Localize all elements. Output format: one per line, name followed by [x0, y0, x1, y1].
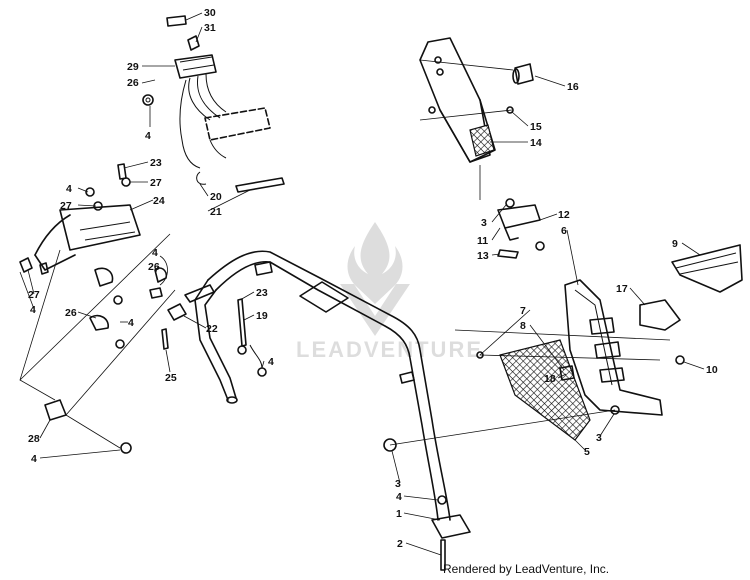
callout-label: 25 — [165, 372, 177, 384]
callout-label: 18 — [544, 373, 556, 385]
callout-label: 4 — [128, 317, 134, 329]
callout-label: 14 — [530, 137, 542, 149]
render-credit: Rendered by LeadVenture, Inc. — [443, 562, 610, 576]
callout-label: 9 — [672, 238, 678, 250]
callout-label: 26 — [127, 77, 139, 89]
callout-label: 3 — [395, 478, 401, 490]
callout-label: 4 — [268, 356, 274, 368]
callout-label: 19 — [256, 310, 268, 322]
callout-label: 27 — [60, 200, 72, 212]
leadventure-logo-watermark — [340, 222, 410, 336]
callout-label: 12 — [558, 209, 570, 221]
callout-label: 4 — [396, 491, 402, 503]
callout-label: 4 — [31, 453, 37, 465]
switch-assembly — [142, 15, 285, 193]
callout-label: 6 — [561, 225, 567, 237]
hood-bracket-assembly — [19, 163, 176, 454]
callout-label: 1 — [396, 508, 402, 520]
callout-label: 17 — [616, 283, 628, 295]
callout-label: 24 — [153, 195, 165, 207]
callout-label: 27 — [28, 289, 40, 301]
callout-label: 28 — [28, 433, 40, 445]
callout-label: 3 — [596, 432, 602, 444]
callout-label: 11 — [477, 235, 488, 247]
leader-lines — [19, 12, 705, 556]
callout-label: 26 — [148, 261, 160, 273]
callout-label: 10 — [706, 364, 718, 376]
watermark-text: LEADVENTURE — [296, 337, 484, 362]
callout-label: 23 — [256, 287, 268, 299]
callout-label: 27 — [150, 177, 162, 189]
callout-label: 21 — [210, 206, 222, 218]
callout-label: 16 — [567, 81, 579, 93]
callout-labels: 30 31 29 26 4 23 27 4 27 24 20 21 4 26 2… — [28, 7, 718, 550]
callout-label: 20 — [210, 191, 222, 203]
callout-label: 13 — [477, 250, 489, 262]
callout-label: 26 — [65, 307, 77, 319]
callout-label: 22 — [206, 323, 218, 335]
callout-label: 30 — [204, 7, 216, 19]
callout-label: 3 — [481, 217, 487, 229]
callout-label: 23 — [150, 157, 162, 169]
callout-label: 4 — [30, 304, 36, 316]
footrest-assembly — [389, 244, 743, 446]
callout-label: 29 — [127, 61, 139, 73]
callout-label: 5 — [584, 446, 590, 458]
callout-label: 31 — [204, 22, 216, 34]
callout-label: 4 — [66, 183, 72, 195]
callout-label: 4 — [152, 247, 158, 259]
callout-label: 15 — [530, 121, 542, 133]
callout-label: 2 — [397, 538, 403, 550]
callout-label: 7 — [520, 305, 526, 317]
bumper-tube — [167, 250, 471, 571]
callout-label: 8 — [520, 320, 526, 332]
callout-label: 4 — [145, 130, 151, 142]
